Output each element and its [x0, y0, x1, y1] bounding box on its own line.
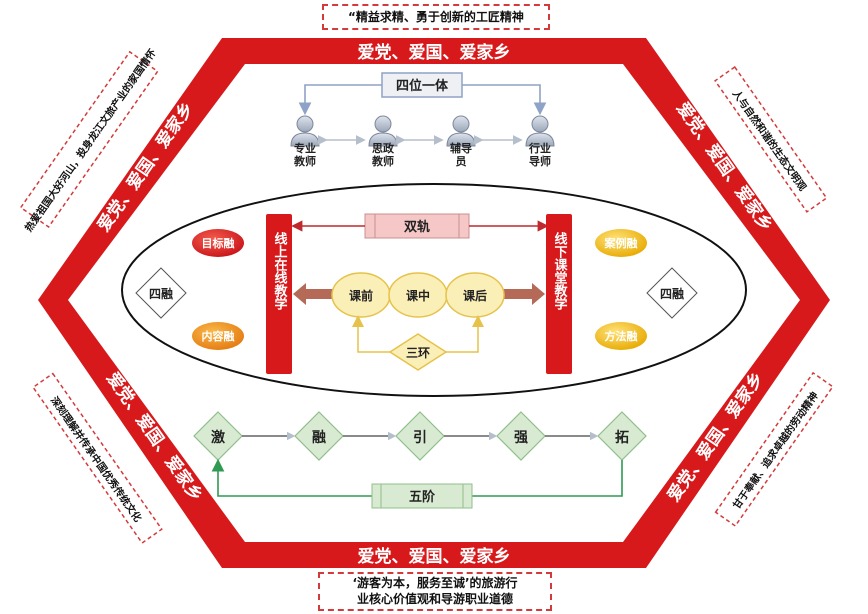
- stage-arrow-right: [500, 283, 545, 305]
- step-3: 引: [395, 411, 445, 461]
- svg-text:三环: 三环: [406, 346, 430, 360]
- offline-teaching-bar: [546, 214, 572, 374]
- role-label-professional-2: 教师: [293, 154, 316, 168]
- band-label-top: 爱党、爱国、爱家乡: [358, 42, 511, 63]
- fusion-method: 方法融: [595, 322, 647, 350]
- fusion-case: 案例融: [595, 229, 647, 257]
- role-ideological-teacher: 思政 教师: [368, 115, 398, 168]
- svg-text:四融: 四融: [149, 286, 173, 301]
- four-in-one-arrow-right: [462, 84, 547, 116]
- offline-teaching-label: 线下课堂教学: [552, 231, 569, 311]
- role-label-counselor: 辅导: [450, 141, 472, 155]
- three-loops-diamond: 三环: [388, 333, 448, 371]
- person-icon: [368, 115, 398, 147]
- fusion-content: 内容融: [192, 322, 244, 350]
- three-loops-arrow-right: [444, 315, 484, 353]
- svg-text:课中: 课中: [406, 288, 430, 303]
- bottom-note-line1: ‘游客为本，服务至诚’的旅游行: [352, 576, 518, 590]
- dual-track-box: [364, 213, 470, 239]
- role-label-professional: 专业: [294, 141, 316, 155]
- role-counselor: 辅导 员: [446, 115, 476, 168]
- svg-text:强: 强: [514, 430, 528, 446]
- role-industry-mentor: 行业 导师: [525, 115, 555, 168]
- svg-text:拓: 拓: [615, 429, 629, 446]
- online-teaching-bar: [266, 214, 292, 374]
- svg-text:课前: 课前: [349, 288, 373, 303]
- svg-text:引: 引: [413, 430, 427, 446]
- stage-after: 课后: [445, 272, 505, 318]
- four-fusion-left: 四融: [135, 267, 187, 319]
- four-fusion-right: 四融: [646, 267, 698, 319]
- svg-text:激: 激: [211, 429, 225, 446]
- bottom-note: ‘游客为本，服务至诚’的旅游行 业核心价值观和导游职业道德: [318, 572, 552, 611]
- role-label-mentor: 行业: [528, 141, 551, 155]
- three-loops-arrow-left: [352, 315, 392, 353]
- fusion-goal: 目标融: [192, 229, 244, 257]
- svg-text:案例融: 案例融: [604, 236, 638, 250]
- top-note: “精益求精、勇于创新的工匠精神: [322, 4, 550, 30]
- stage-before: 课前: [331, 272, 391, 318]
- stage-arrow-left: [293, 283, 336, 305]
- svg-text:四融: 四融: [660, 286, 684, 301]
- four-in-one-label: 四位一体: [396, 78, 449, 94]
- dual-track-label: 双轨: [404, 219, 430, 235]
- five-steps-label: 五阶: [409, 489, 436, 505]
- four-in-one-box: [381, 72, 463, 98]
- step-2: 融: [294, 411, 344, 461]
- bottom-note-line2: 业核心价值观和导游职业道德: [356, 592, 513, 606]
- svg-text:目标融: 目标融: [202, 236, 235, 250]
- role-label-mentor-2: 导师: [529, 154, 551, 168]
- top-note-text: “精益求精、勇于创新的工匠精神: [348, 10, 524, 24]
- band-label-bottom: 爱党、爱国、爱家乡: [358, 546, 511, 567]
- svg-text:融: 融: [312, 429, 326, 446]
- person-icon: [525, 115, 555, 147]
- svg-text:方法融: 方法融: [605, 329, 638, 343]
- role-label-ideological-2: 教师: [371, 154, 394, 168]
- stage-during: 课中: [388, 272, 448, 318]
- role-label-ideological: 思政: [372, 141, 395, 155]
- role-label-counselor-2: 员: [456, 155, 467, 168]
- online-teaching-label: 线上在线教学: [272, 231, 289, 311]
- four-in-one-arrow-left: [298, 84, 382, 116]
- svg-text:课后: 课后: [463, 288, 487, 303]
- step-4: 强: [496, 411, 546, 461]
- svg-text:内容融: 内容融: [202, 329, 235, 343]
- five-steps-box: [371, 483, 473, 509]
